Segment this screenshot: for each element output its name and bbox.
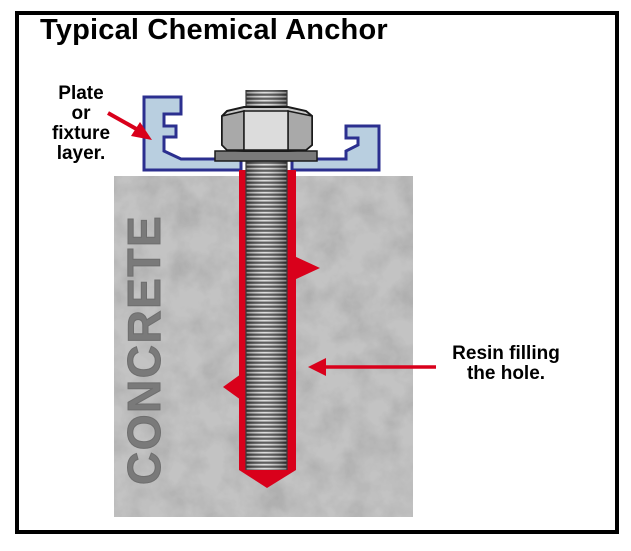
plate-label: Plate or fixture layer.	[40, 84, 122, 164]
washer	[214, 150, 318, 162]
resin-label: Resin filling the hole.	[436, 344, 576, 384]
concrete-label: CONCRETE	[118, 215, 170, 485]
plate-left	[142, 95, 243, 172]
resin-marker-right	[294, 256, 320, 280]
resin-callout-arrowhead	[308, 358, 326, 376]
hex-nut-face-center	[243, 110, 289, 151]
resin-marker-left	[223, 374, 241, 400]
plate-label-line-3: fixture	[51, 123, 111, 144]
plate-label-line-1: Plate	[58, 83, 104, 104]
plate-callout-arrowhead	[131, 122, 152, 140]
plate-label-line-2: or	[71, 103, 91, 124]
plate-callout-line	[107, 111, 141, 133]
resin-label-line-2: the hole.	[466, 363, 546, 384]
plate-label-line-4: layer.	[56, 143, 106, 164]
hex-nut-face-left	[221, 110, 245, 151]
hex-nut-face-right	[287, 110, 313, 151]
resin-label-line-1: Resin filling	[452, 343, 560, 364]
diagram-title: Typical Chemical Anchor	[40, 14, 388, 46]
